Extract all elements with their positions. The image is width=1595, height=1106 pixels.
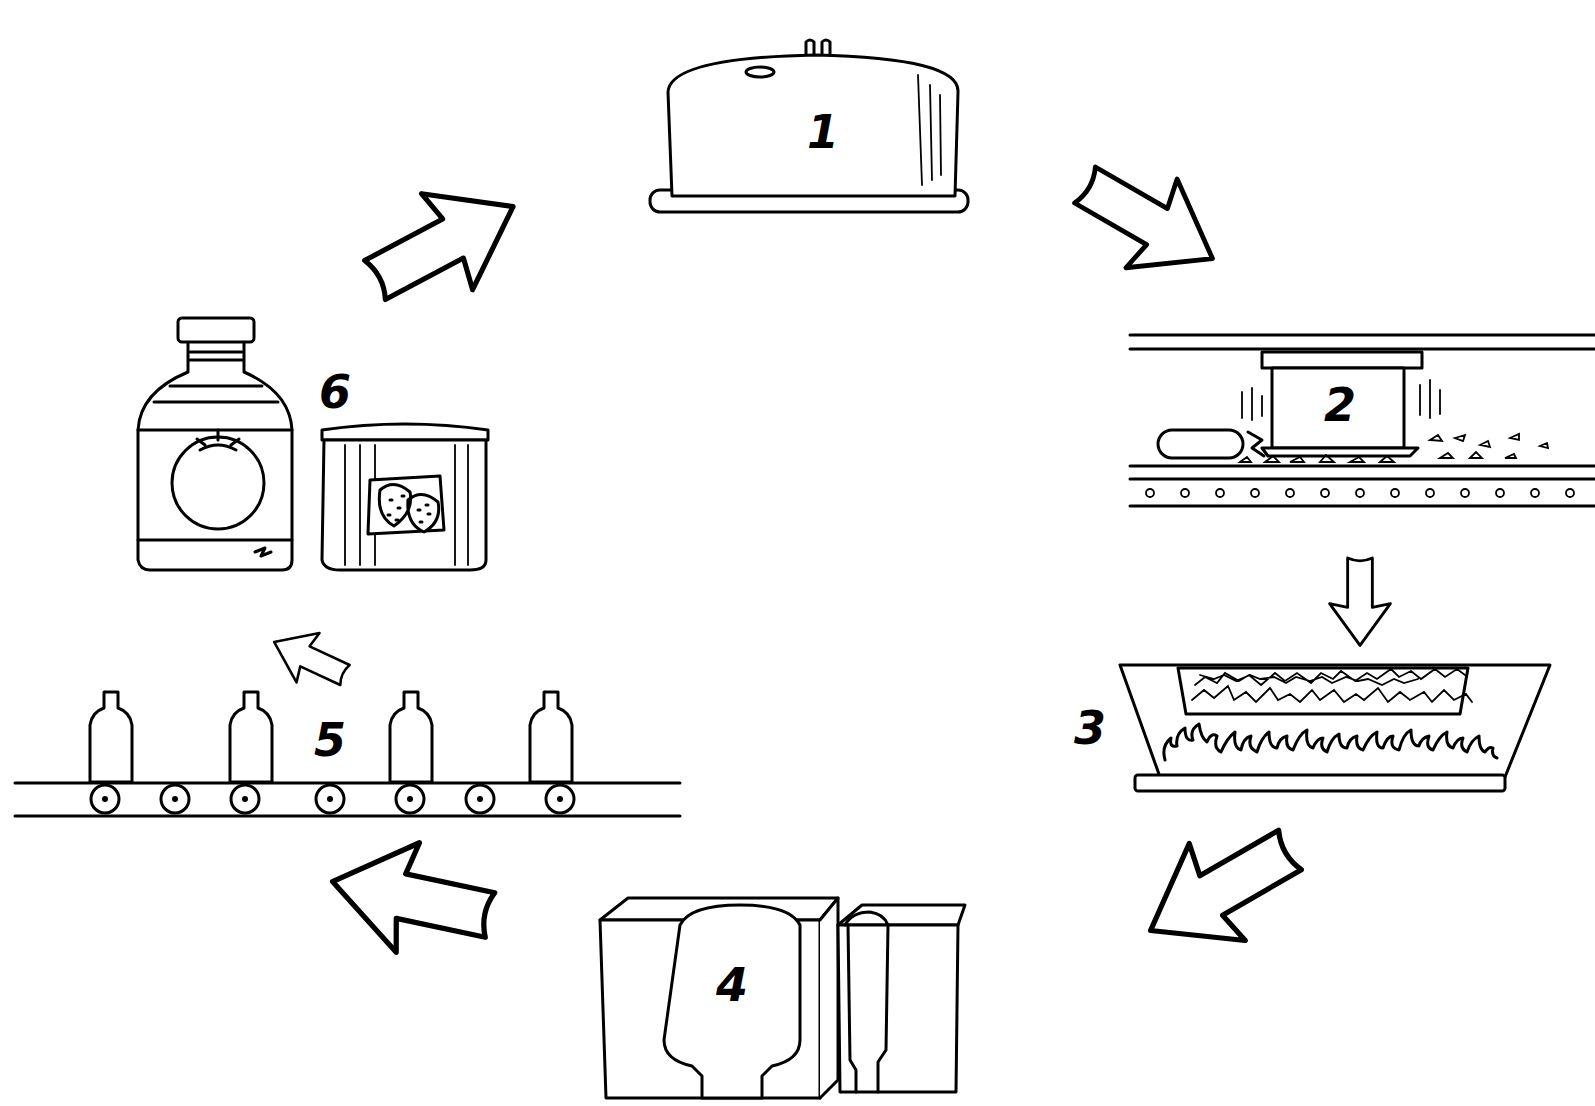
callout-number: 4 [716, 962, 748, 1008]
bottle-and-jar [138, 318, 488, 570]
callout-number: 1 [807, 109, 839, 155]
conveyor-belt [15, 692, 680, 816]
cycle-arrow [263, 141, 1391, 979]
callout-number: 2 [1324, 382, 1356, 428]
callout-number: 6 [319, 369, 351, 415]
callout-number: 5 [314, 717, 346, 763]
crusher [1130, 335, 1595, 506]
callout-number: 3 [1074, 705, 1106, 751]
bottle-mould [600, 898, 965, 1098]
bottle-bank [650, 40, 968, 212]
furnace [1120, 665, 1550, 791]
